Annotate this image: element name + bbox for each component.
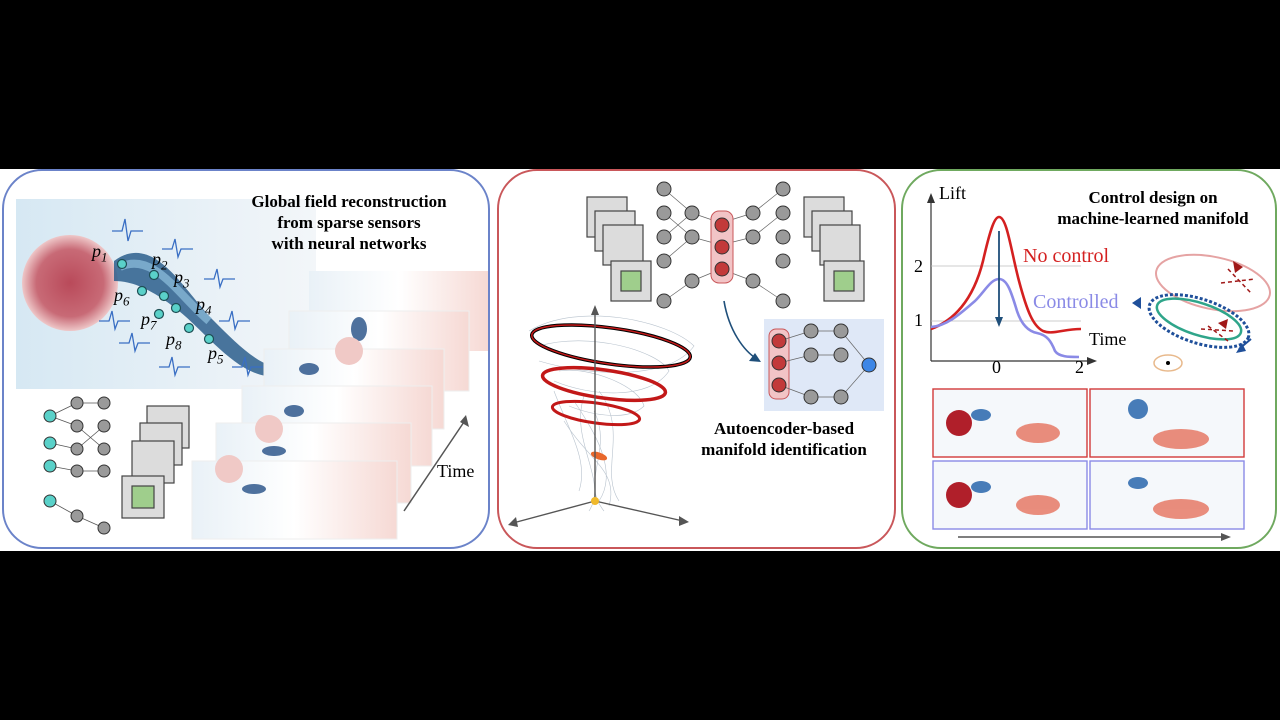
vortex-sheet <box>114 252 272 376</box>
x-tick-0: 0 <box>992 357 1001 377</box>
x-axis-label: Time <box>1089 329 1127 349</box>
sensor-label-p8: p8 <box>166 329 182 353</box>
input-frames-icon <box>586 196 652 302</box>
manifold-illustration <box>508 181 884 527</box>
3d-axes <box>512 311 684 524</box>
sensor-label-p1: p1 <box>92 241 108 265</box>
legend-no-control: No control <box>1023 245 1110 267</box>
no-control-curve <box>930 215 1082 334</box>
y-axis-label: Lift <box>939 183 966 203</box>
sensor-label-p2: p2 <box>152 249 168 273</box>
panel-manifold: Autoencoder-based manifold identificatio… <box>497 169 896 549</box>
reconstruction-title: Global field reconstruction from sparse … <box>251 192 447 253</box>
phase-portrait <box>1132 253 1271 372</box>
time-label: Time <box>437 461 475 481</box>
controlled-curve <box>930 277 1080 359</box>
sensor-points <box>116 258 215 345</box>
panel-reconstruction: Global field reconstruction from sparse … <box>2 169 490 549</box>
manifold-title: Autoencoder-based manifold identificatio… <box>701 419 867 459</box>
output-frames-icon <box>121 405 190 519</box>
legend-controlled: Controlled <box>1033 291 1119 313</box>
y-tick-2: 2 <box>914 256 923 276</box>
y-tick-1: 1 <box>914 310 923 330</box>
control-title: Control design on machine-learned manifo… <box>1057 188 1249 228</box>
curved-arrow <box>723 300 758 360</box>
flow-snapshots <box>932 388 1245 530</box>
output-frames-icon <box>803 196 865 302</box>
panel-control: Control design on machine-learned manifo… <box>901 169 1277 549</box>
time-arrow <box>403 418 467 512</box>
autoencoder-network <box>656 181 791 309</box>
lift-plot-axes <box>930 199 1091 362</box>
figure-stage: Global field reconstruction from sparse … <box>0 169 1280 551</box>
x-tick-2: 2 <box>1075 357 1084 377</box>
control-illustration <box>927 193 1271 541</box>
sensor-signals <box>99 218 263 378</box>
sensor-label-p4: p4 <box>196 294 212 318</box>
sensor-label-p5: p5 <box>208 343 224 367</box>
cylinder <box>22 235 118 331</box>
sensor-label-p3: p3 <box>174 267 190 291</box>
sensor-label-p7: p7 <box>141 309 157 333</box>
snapshot-stack <box>191 271 488 540</box>
reconstruction-illustration <box>16 199 488 540</box>
latent-network <box>764 319 884 411</box>
latent-trajectories <box>528 315 695 512</box>
sensor-label-p6: p6 <box>114 285 130 309</box>
